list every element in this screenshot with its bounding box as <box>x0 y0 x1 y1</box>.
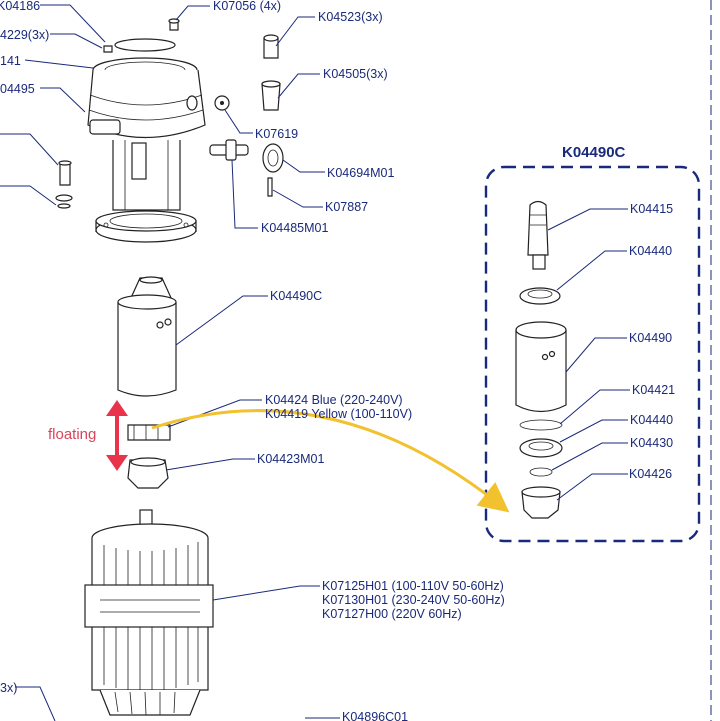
label-k07130h01: K07130H01 (230-240V 50-60Hz) <box>322 593 505 607</box>
label-04495: 04495 <box>0 82 35 96</box>
left-cut-labels: K04186 4229(3x) 141 04495 3x) <box>0 0 49 695</box>
label-k07056: K07056 (4x) <box>213 0 281 13</box>
top-housing-drawing <box>87 38 206 243</box>
label-k04505: K04505(3x) <box>323 67 388 81</box>
label-k04485m01: K04485M01 <box>261 221 328 235</box>
label-k04423m01: K04423M01 <box>257 452 324 466</box>
floating-arrow <box>106 400 128 471</box>
label-4229: 4229(3x) <box>0 28 49 42</box>
label-141: 141 <box>0 54 21 68</box>
inset-label-k04490: K04490 <box>629 331 672 345</box>
label-k07127h00: K07127H00 (220V 60Hz) <box>322 607 462 621</box>
label-k04490c: K04490C <box>270 289 322 303</box>
label-k04694m01: K04694M01 <box>327 166 394 180</box>
label-k04896c01: K04896C01 <box>342 710 408 721</box>
inset-label-k04421: K04421 <box>632 383 675 397</box>
small-hardware-drawing <box>55 18 284 209</box>
bearing-housing-drawing <box>117 276 177 397</box>
floating-label: floating <box>48 426 96 443</box>
label-3x: 3x) <box>0 681 17 695</box>
inset-label-k04440-a: K04440 <box>629 244 672 258</box>
label-k04419: K04419 Yellow (100-110V) <box>265 407 412 421</box>
label-k07125h01: K07125H01 (100-110V 50-60Hz) <box>322 579 504 593</box>
inset-label-k04430: K04430 <box>630 436 673 450</box>
transfer-arrow <box>151 409 510 513</box>
inset-title: K04490C <box>562 144 626 161</box>
inset-label-k04426: K04426 <box>629 467 672 481</box>
coupler-drawing <box>127 424 171 489</box>
inset-parts-drawing <box>515 200 567 519</box>
label-k04424: K04424 Blue (220-240V) <box>265 393 403 407</box>
motor-drawing <box>84 509 214 716</box>
label-k04186: K04186 <box>0 0 40 13</box>
inset-labels: K04415 K04440 K04490 K04421 K04440 K0443… <box>629 202 675 481</box>
leader-lines <box>0 4 630 721</box>
label-k07619: K07619 <box>255 127 298 141</box>
label-k07887: K07887 <box>325 200 368 214</box>
inset-label-k04415: K04415 <box>630 202 673 216</box>
inset-label-k04440-b: K04440 <box>630 413 673 427</box>
label-k04523: K04523(3x) <box>318 10 383 24</box>
